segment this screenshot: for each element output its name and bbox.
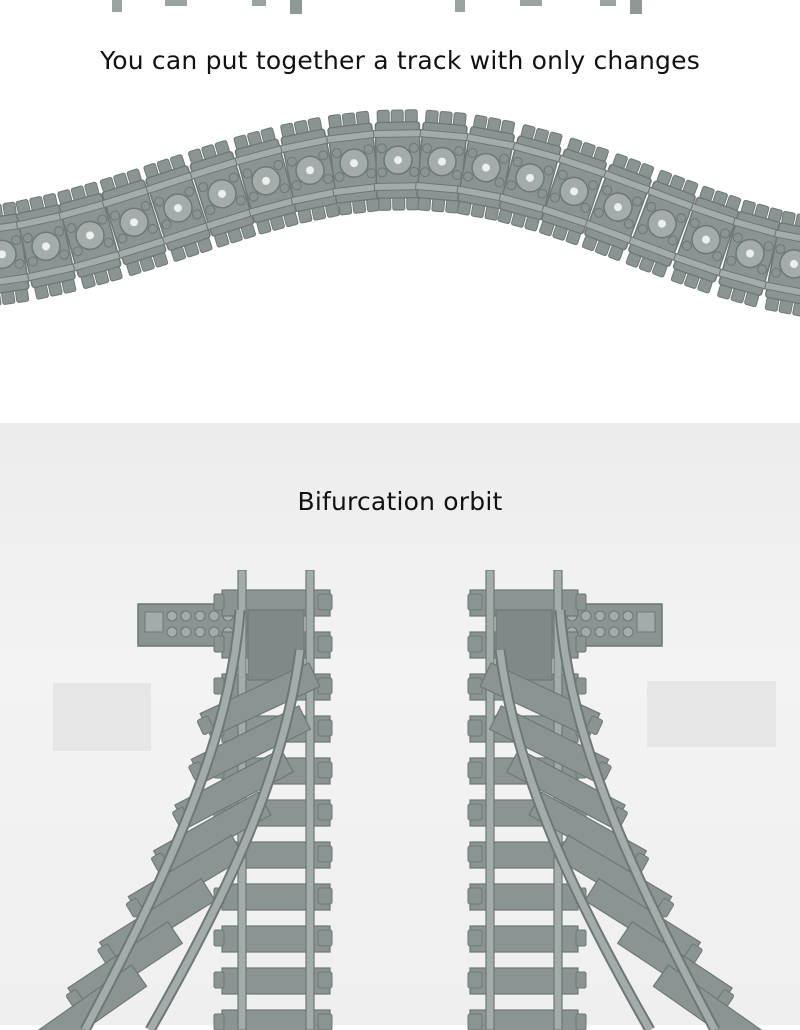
track-segment: [717, 199, 783, 308]
switch-track-caption: Bifurcation orbit: [297, 487, 503, 516]
right-switch-track-image: [467, 570, 768, 1030]
backdrop-panel-right: [647, 681, 776, 747]
track-segment: [0, 201, 31, 307]
track-segment: [764, 210, 800, 317]
track-segment: [279, 117, 341, 224]
curved-branch: [32, 609, 321, 1030]
track-segment: [581, 153, 655, 261]
track-segment: [497, 124, 563, 232]
flexible-track-image: [0, 109, 800, 317]
track-segment: [326, 110, 382, 216]
track-segment: [670, 185, 742, 294]
track-segment: [187, 140, 257, 248]
track-segment: [99, 168, 169, 276]
track-segment: [15, 193, 77, 300]
track-segment: [372, 109, 424, 211]
flexible-track-section: You can put together a track with only c…: [0, 0, 800, 423]
track-segment: [233, 127, 299, 235]
backdrop-panel-left: [53, 683, 151, 751]
track-segment: [456, 114, 516, 221]
track-segment: [57, 181, 123, 289]
track-segment: [625, 169, 699, 278]
top-rail-remnants: [112, 0, 642, 14]
track-segment: [539, 137, 609, 246]
left-switch-track-image: [32, 570, 333, 1030]
track-segment: [143, 154, 213, 262]
track-segment: [414, 109, 470, 214]
curved-branch: [479, 609, 768, 1030]
flexible-track-caption: You can put together a track with only c…: [100, 46, 700, 75]
